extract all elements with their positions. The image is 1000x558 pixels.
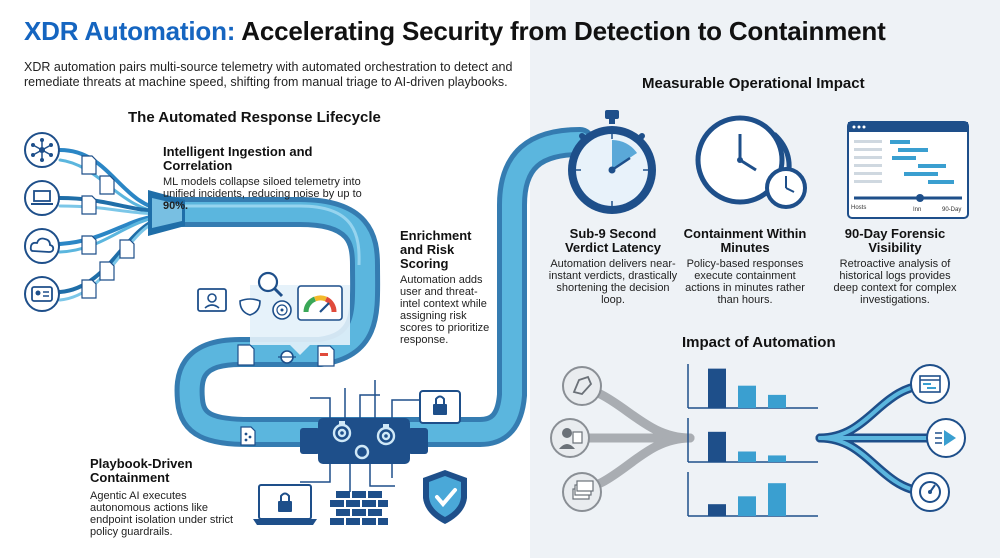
id-card-icon xyxy=(24,276,60,312)
log-document-icons xyxy=(81,155,135,299)
page-title: XDR Automation: Accelerating Security fr… xyxy=(24,16,886,47)
page-title-rest: Accelerating Security from Detection to … xyxy=(235,16,886,46)
timeline-label-mid: Inn xyxy=(913,207,922,213)
step-ingestion-title: Intelligent Ingestion and Correlation xyxy=(163,144,313,173)
bar-panel xyxy=(687,472,818,517)
stopwatch-icon xyxy=(568,110,656,214)
mask-icon xyxy=(239,298,261,316)
metric-latency-body: Automation delivers near-instant verdict… xyxy=(548,258,678,306)
play-forward-icon xyxy=(926,418,966,458)
timeline-dashboard-icon xyxy=(847,121,969,219)
step-enrichment-body: Automation adds user and threat-intel co… xyxy=(400,274,490,346)
shield-check-icon xyxy=(423,470,467,524)
speed-gauge-icon xyxy=(910,472,950,512)
bar-mark xyxy=(738,451,756,462)
page-title-accent: XDR Automation: xyxy=(24,16,236,46)
threat-bug-icon xyxy=(278,350,296,364)
page-subtitle: XDR automation pairs multi-source teleme… xyxy=(24,60,513,89)
fingerprint-icon xyxy=(272,300,292,320)
metric-forensic-body: Retroactive analysis of historical logs … xyxy=(833,258,957,306)
firewall-icon xyxy=(330,491,388,525)
impact-heading: Measurable Operational Impact xyxy=(642,75,865,92)
network-hub-icon xyxy=(24,132,60,168)
metric-latency-title: Sub-9 Second Verdict Latency xyxy=(564,226,662,255)
step-ingestion-body-text: ML models collapse siloed telemetry into… xyxy=(163,176,362,200)
bar-mark xyxy=(768,483,786,516)
document-stack-icon xyxy=(562,472,602,512)
bar-mark xyxy=(708,368,726,408)
step-ingestion-body: ML models collapse siloed telemetry into… xyxy=(163,176,373,212)
timeline-label-right: 90-Day xyxy=(942,207,962,213)
timeline-label-left: Hosts xyxy=(851,205,867,211)
report-document-icons xyxy=(237,344,335,367)
right-panel-background xyxy=(530,0,1000,558)
automation-engine-icon xyxy=(300,418,428,464)
bar-mark xyxy=(708,504,726,516)
step-containment-body: Agentic AI executes autonomous actions l… xyxy=(90,490,234,538)
metric-forensic-title: 90-Day Forensic Visibility xyxy=(844,226,946,255)
bar-mark xyxy=(738,385,756,408)
metric-containment-body: Policy-based responses execute containme… xyxy=(685,258,805,306)
enrichment-cluster xyxy=(197,271,350,367)
manual-process-icon xyxy=(562,366,602,406)
user-profile-icon xyxy=(197,288,227,312)
noise-reduction-value: 90%. xyxy=(163,200,189,212)
dashboard-icon xyxy=(910,364,950,404)
magnifier-icon xyxy=(257,271,284,298)
risk-gauge-icon xyxy=(297,285,343,321)
automation-heading: Impact of Automation xyxy=(682,334,836,351)
circuit-lines xyxy=(300,380,420,492)
laptop-lock-icon xyxy=(253,484,317,525)
step-enrichment-title: Enrichment and Risk Scoring xyxy=(400,228,472,271)
bar-mark xyxy=(708,431,726,462)
bar-panel xyxy=(687,364,818,409)
automation-bar-charts xyxy=(687,364,818,517)
bar-mark xyxy=(738,496,756,516)
analyst-icon xyxy=(550,418,590,458)
bar-mark xyxy=(768,394,786,408)
bar-mark xyxy=(768,455,786,462)
dna-document-icon xyxy=(240,426,256,446)
clock-arrow-icon xyxy=(695,115,807,209)
step-containment-title: Playbook-Driven Containment xyxy=(90,456,193,485)
laptop-icon xyxy=(24,180,60,216)
lifecycle-heading: The Automated Response Lifecycle xyxy=(128,109,381,126)
bar-panel xyxy=(687,418,818,463)
metric-containment-title: Containment Within Minutes xyxy=(683,226,807,255)
cloud-icon xyxy=(24,228,60,264)
main-flow-pipe xyxy=(150,127,595,447)
correlation-funnel-icon xyxy=(148,190,185,236)
padlock-icon xyxy=(419,390,461,424)
